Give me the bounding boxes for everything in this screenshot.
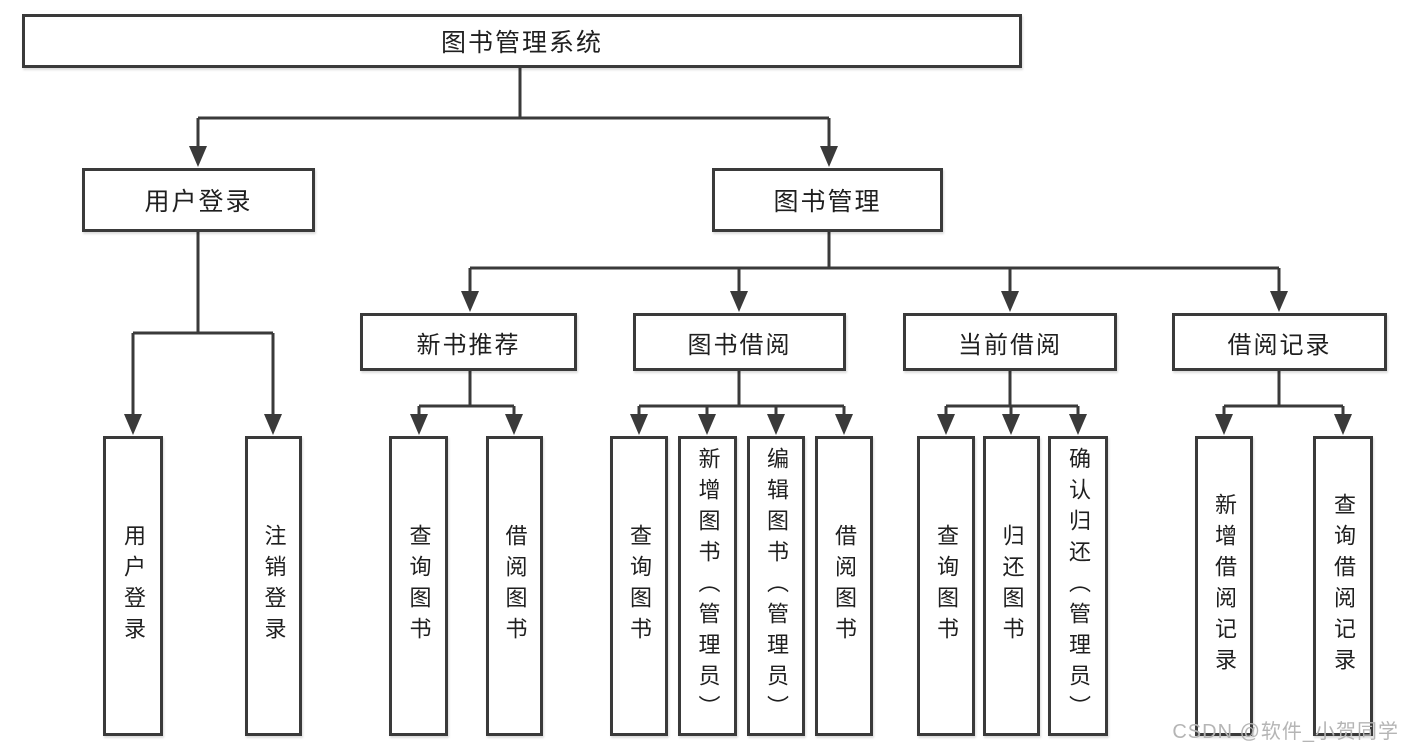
leaf-label: 查询图书 <box>406 524 432 648</box>
leaf-logout: 注销登录 <box>245 436 302 736</box>
leaf-recommend-query-books: 查询图书 <box>389 436 448 736</box>
node-new-book-recommendation: 新书推荐 <box>360 313 577 371</box>
node-book-management: 图书管理 <box>712 168 943 232</box>
leaf-label: 借阅图书 <box>832 524 857 648</box>
leaf-user-login: 用户登录 <box>103 436 163 736</box>
node-library-management-system: 图书管理系统 <box>22 14 1022 68</box>
leaf-label: 查询图书 <box>627 524 652 648</box>
leaf-label: 查询图书 <box>934 524 959 648</box>
leaf-confirm-return-admin: 确认归还（管理员） <box>1048 436 1108 736</box>
node-borrowing-records: 借阅记录 <box>1172 313 1387 371</box>
leaf-return-books: 归还图书 <box>983 436 1040 736</box>
node-label: 图书管理系统 <box>440 29 603 57</box>
leaf-add-books-admin: 新增图书（管理员） <box>678 436 737 736</box>
leaf-query-borrow-record: 查询借阅记录 <box>1313 436 1373 736</box>
leaf-add-borrow-record: 新增借阅记录 <box>1195 436 1253 736</box>
leaf-recommend-borrow-books: 借阅图书 <box>486 436 543 736</box>
leaf-label: 编辑图书（管理员） <box>764 446 789 726</box>
leaf-label: 确认归还（管理员） <box>1066 446 1091 726</box>
node-label: 借阅记录 <box>1227 331 1332 359</box>
node-label: 图书借阅 <box>687 331 792 359</box>
leaf-label: 新增图书（管理员） <box>695 446 721 726</box>
leaf-label: 借阅图书 <box>502 524 528 648</box>
leaf-label: 注销登录 <box>261 524 287 648</box>
node-book-borrowing: 图书借阅 <box>633 313 846 371</box>
leaf-borrowing-query-books: 查询图书 <box>610 436 668 736</box>
node-user-login: 用户登录 <box>82 168 315 232</box>
node-label: 图书管理 <box>773 188 882 216</box>
leaf-current-query-books: 查询图书 <box>917 436 975 736</box>
leaf-label: 用户登录 <box>121 524 146 648</box>
leaf-borrowing-borrow-books: 借阅图书 <box>815 436 873 736</box>
node-label: 用户登录 <box>144 188 253 216</box>
leaf-label: 查询借阅记录 <box>1331 493 1356 679</box>
node-label: 当前借阅 <box>958 331 1062 359</box>
node-label: 新书推荐 <box>416 331 521 359</box>
leaf-label: 新增借阅记录 <box>1212 493 1237 679</box>
csdn-watermark: CSDN @软件_小贺同学 <box>1172 721 1399 743</box>
leaf-edit-books-admin: 编辑图书（管理员） <box>747 436 805 736</box>
leaf-label: 归还图书 <box>999 524 1025 648</box>
node-current-borrowing: 当前借阅 <box>903 313 1117 371</box>
